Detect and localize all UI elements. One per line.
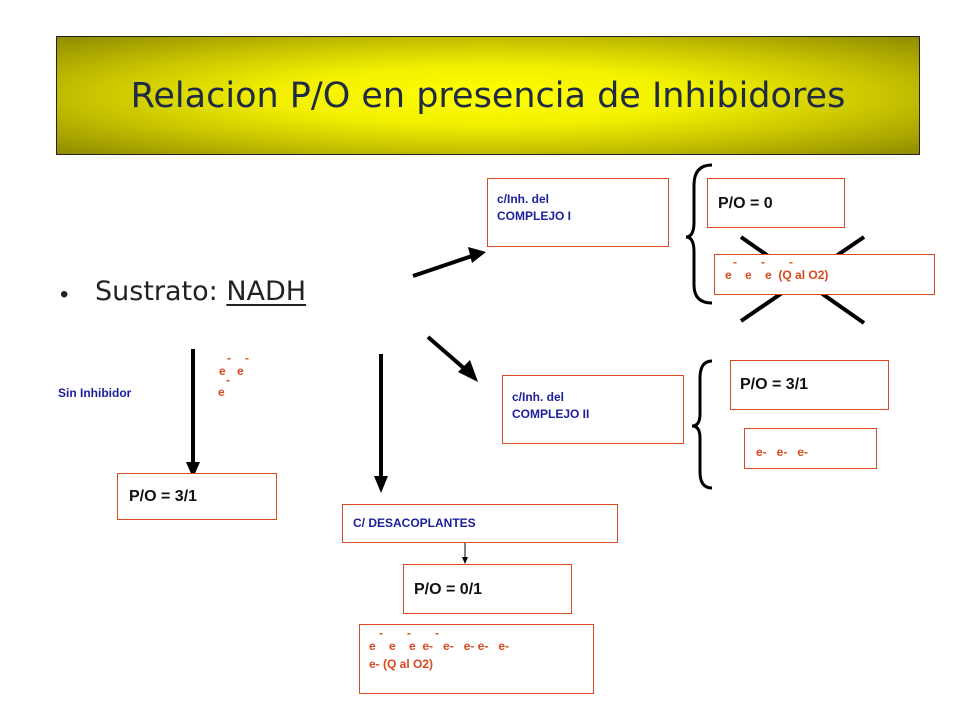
arrow-head-thin <box>462 557 468 564</box>
desacoplantes-electrons-line1: e e e e- e- e- e- e- <box>369 639 510 653</box>
desacoplantes-electrons-line2: e- (Q al O2) <box>369 657 434 671</box>
complejo-2-result-box: P/O = 3/1 <box>730 360 889 410</box>
complejo-1-result: P/O = 0 <box>718 195 773 212</box>
arrow-head-sin-inhibidor <box>186 462 200 478</box>
complejo-2-electrons-box: e- e- e- <box>744 428 877 469</box>
arrow-to-complejo-2 <box>426 335 468 372</box>
arrow-head-complejo-2 <box>458 360 478 382</box>
arrow-head-desacoplantes <box>374 476 388 493</box>
substrate-bullet: Sustrato: NADH <box>95 276 306 307</box>
arrow-to-complejo-1 <box>412 254 473 278</box>
complejo-1-label-line1: c/Inh. del <box>497 192 550 206</box>
page-title: Relacion P/O en presencia de Inhibidores <box>130 75 846 116</box>
desacoplantes-electrons-box: e e e e- e- e- e- e- e- (Q al O2) - - - <box>359 624 594 694</box>
substrate-name: NADH <box>226 276 307 307</box>
desacoplantes-result: P/O = 0/1 <box>414 581 483 598</box>
complejo-1-box: c/Inh. del COMPLEJO I <box>487 178 669 247</box>
sin-inhibidor-result: P/O = 3/1 <box>129 488 198 505</box>
desacoplantes-box: C/ DESACOPLANTES <box>342 504 618 543</box>
brace-complejo-1 <box>685 163 713 305</box>
complejo-1-electrons-box: e e e (Q al O2) - - - <box>714 254 935 295</box>
sin-inhibidor-result-box: P/O = 3/1 <box>117 473 277 520</box>
sin-inhibidor-electron-2: e <box>237 364 244 378</box>
complejo-2-electrons: e- e- e- <box>756 445 809 459</box>
complejo-1-label-line2: COMPLEJO I <box>497 209 572 223</box>
complejo-1-electrons: e e e (Q al O2) <box>725 268 829 282</box>
substrate-prefix: Sustrato: <box>95 276 227 307</box>
bullet-dot: • <box>60 281 69 308</box>
complejo-2-label-line1: c/Inh. del <box>512 390 565 404</box>
sin-inhibidor-electron-1: e <box>219 364 226 378</box>
sin-inhibidor-label: Sin Inhibidor <box>58 386 132 400</box>
title-banner: Relacion P/O en presencia de Inhibidores <box>56 36 920 155</box>
sin-inhibidor-electron-3: e <box>218 385 225 399</box>
complejo-2-label-line2: COMPLEJO II <box>512 407 590 421</box>
complejo-1-result-box: P/O = 0 <box>707 178 845 228</box>
brace-complejo-2 <box>691 359 713 490</box>
desacoplantes-label: C/ DESACOPLANTES <box>353 516 476 530</box>
complejo-2-box: c/Inh. del COMPLEJO II <box>502 375 684 444</box>
complejo-2-result: P/O = 3/1 <box>740 376 809 393</box>
desacoplantes-result-box: P/O = 0/1 <box>403 564 572 614</box>
arrow-head-complejo-1 <box>468 247 486 263</box>
